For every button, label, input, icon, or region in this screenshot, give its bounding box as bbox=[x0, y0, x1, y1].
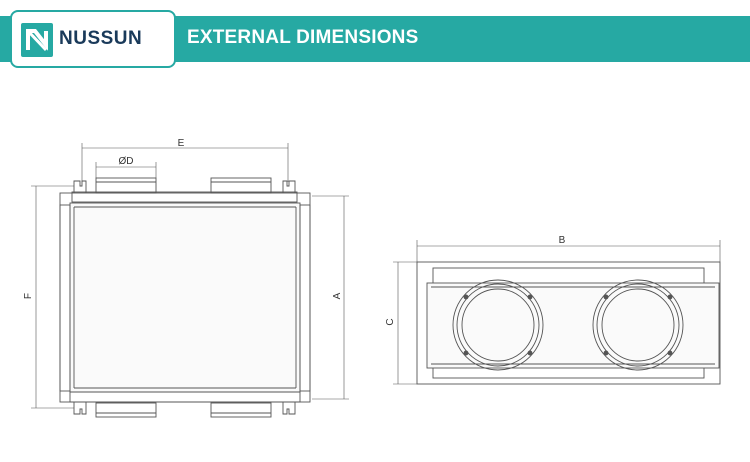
dimension-label-a: A bbox=[332, 292, 343, 299]
front-view bbox=[59, 177, 311, 418]
dimension-label-c: C bbox=[385, 318, 396, 325]
brand-name: NUSSUN bbox=[59, 28, 143, 49]
dimension-label-e: E bbox=[178, 138, 185, 149]
nussun-n-logo-icon bbox=[21, 23, 53, 57]
brand-logo: NUSSUN bbox=[10, 10, 176, 68]
page-title: EXTERNAL DIMENSIONS bbox=[187, 27, 419, 48]
front-view-body bbox=[69, 202, 301, 393]
side-view-outer-frame bbox=[416, 261, 721, 385]
side-port-left bbox=[452, 279, 544, 371]
bottom-spigot-right bbox=[210, 402, 272, 418]
dimension-label-f: F bbox=[23, 293, 34, 299]
dimension-label-d: ØD bbox=[119, 156, 134, 167]
side-port-right bbox=[592, 279, 684, 371]
top-spigot-right bbox=[210, 177, 272, 194]
top-spigot-left bbox=[95, 177, 157, 194]
side-view bbox=[416, 261, 721, 385]
dimension-label-b: B bbox=[559, 235, 566, 246]
front-view-dimensions bbox=[31, 143, 349, 409]
side-view-dimensions bbox=[393, 240, 721, 385]
bottom-spigot-left bbox=[95, 402, 157, 418]
